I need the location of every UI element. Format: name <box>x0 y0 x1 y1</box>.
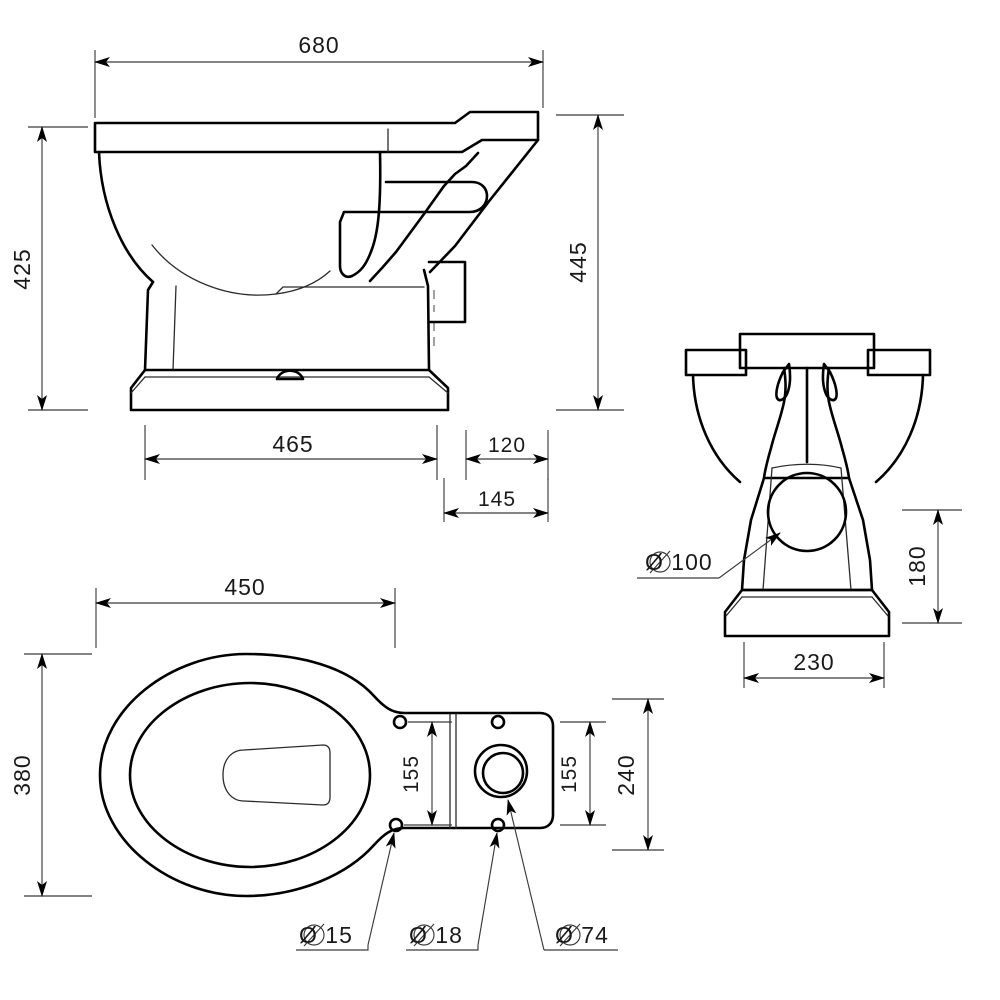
dim-465-label: 465 <box>272 431 313 457</box>
side-rear-shroud-outer <box>428 138 540 274</box>
dim-100-label: Ø 100 <box>645 549 713 575</box>
rear-outlet-circle <box>766 471 848 553</box>
dim-hole-18: Ø 18 <box>406 832 500 951</box>
side-bowl-right-wall <box>338 150 489 279</box>
dim-145: 145 <box>443 478 549 522</box>
dim-74-label: Ø 74 <box>555 922 609 948</box>
rear-rim-center-block <box>738 332 876 370</box>
rear-fin-right <box>821 362 838 402</box>
diameter-symbol-100 <box>649 550 671 574</box>
plan-outer-outline <box>98 652 555 898</box>
dim-120-label: 120 <box>488 434 526 457</box>
dim-hole-15: Ø 15 <box>296 832 396 951</box>
side-base-plinth <box>129 368 450 412</box>
dim-380: 380 <box>9 653 92 897</box>
side-base-left-bevel <box>130 376 146 394</box>
side-interior-step <box>275 286 425 295</box>
side-base-cap-detail <box>275 369 305 381</box>
dim-hole-74: Ø 74 <box>506 799 618 951</box>
dim-18-label: Ø 18 <box>409 922 463 948</box>
rear-rim-right-ear <box>866 348 932 377</box>
plan-outlet-outer-circle <box>473 743 529 799</box>
dim-230: 230 <box>743 642 885 688</box>
dim-120: 120 <box>465 430 549 480</box>
dim-450: 450 <box>95 574 396 648</box>
dim-230-label: 230 <box>793 649 834 675</box>
rear-bowl-left <box>691 373 742 484</box>
rear-fin-left <box>775 362 792 402</box>
plan-hole-bottom-left <box>388 817 404 833</box>
rear-base-left-bevel <box>725 596 743 617</box>
dim-445-label: 445 <box>565 241 591 282</box>
side-rim-outline <box>93 110 540 154</box>
dim-680-label: 680 <box>298 32 339 58</box>
side-outlet-spigot <box>427 260 467 324</box>
side-bowl-interior <box>151 244 331 296</box>
diameter-symbol-15 <box>303 923 325 947</box>
side-pedestal-right <box>422 268 431 372</box>
dim-240: 240 <box>612 698 664 851</box>
plan-hole-top-left <box>392 714 408 730</box>
rear-neck-right <box>826 366 851 480</box>
diameter-symbol-18 <box>413 923 435 947</box>
dim-15-label: Ø 15 <box>299 922 353 948</box>
rear-neck-left <box>762 366 787 480</box>
plan-bowl-aperture <box>222 744 331 806</box>
rear-bowl-right <box>874 373 925 484</box>
dim-155-right-label: 155 <box>558 755 581 793</box>
rear-pedestal-body <box>740 476 874 592</box>
dim-155-right: 155 <box>558 721 606 826</box>
dim-outlet-100: Ø 100 <box>637 532 781 579</box>
rear-rim-left-ear <box>684 348 748 377</box>
plan-hole-bottom-right <box>490 817 506 833</box>
dim-425: 425 <box>9 126 88 411</box>
dim-155-left-label: 155 <box>400 755 423 793</box>
dim-680: 680 <box>94 32 544 118</box>
plan-seat-ring <box>128 681 372 869</box>
dim-465: 465 <box>144 425 438 480</box>
plan-outlet-inner-circle <box>481 751 525 795</box>
side-bowl-outer <box>97 150 155 284</box>
dim-155-left: 155 <box>400 721 452 826</box>
rear-pedestal-left-rib <box>762 467 773 591</box>
rear-pedestal-top-line <box>771 463 842 469</box>
side-pedestal-left <box>143 280 155 372</box>
dim-380-label: 380 <box>9 754 35 795</box>
side-base-right-bevel <box>428 376 449 394</box>
side-elevation-view <box>93 110 540 412</box>
dim-180-label: 180 <box>904 545 930 586</box>
dim-240-label: 240 <box>613 754 639 795</box>
dim-445: 445 <box>556 114 624 411</box>
rear-base-right-bevel <box>871 596 889 617</box>
rear-elevation-view <box>684 332 932 638</box>
side-rear-shroud <box>368 151 480 283</box>
side-pedestal-left-inner <box>172 285 177 371</box>
dim-425-label: 425 <box>9 248 35 289</box>
dim-145-label: 145 <box>478 488 516 511</box>
rear-base-plinth <box>723 588 891 638</box>
dim-180: 180 <box>902 509 962 624</box>
plan-hole-top-right <box>490 714 506 730</box>
plan-view <box>98 652 555 898</box>
dim-450-label: 450 <box>224 574 265 600</box>
rear-pedestal-right-rib <box>840 467 852 591</box>
diameter-symbol-74 <box>559 923 581 947</box>
